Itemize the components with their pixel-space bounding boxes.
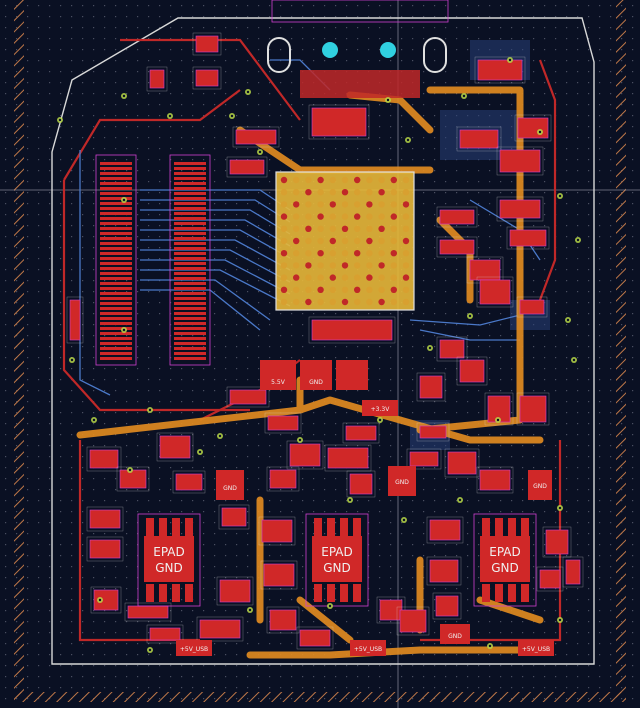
net-label-gnd-top: GND — [309, 379, 323, 386]
net-label-5v: 5.5V — [271, 379, 286, 386]
usb-label-1: +5V_USB — [180, 646, 208, 653]
connector-pads — [100, 162, 206, 360]
net-label-gnd-c: GND — [533, 483, 547, 490]
epad-label-3: EPAD — [489, 545, 521, 559]
net-labels: 5.5V GND GND GND GND GND +5V_USB +5V_USB… — [176, 360, 554, 656]
left-connector — [95, 154, 211, 366]
bga-balls — [280, 176, 410, 306]
epad-label-2: EPAD — [321, 545, 353, 559]
gnd-label-3: GND — [491, 561, 519, 575]
board-outline — [51, 17, 595, 665]
usb-connector — [267, 0, 449, 98]
net-label-gnd-d: GND — [448, 633, 462, 640]
epad-label-1: EPAD — [153, 545, 185, 559]
keepout-frame — [14, 0, 626, 702]
regulator-ic-2: EPAD GND — [305, 513, 369, 607]
regulator-ic-1: EPAD GND — [137, 513, 201, 607]
regulator-ic-3: EPAD GND — [473, 513, 537, 607]
net-label-33v: +3.3V — [371, 406, 391, 413]
component-pads — [66, 32, 584, 650]
net-label-gnd-b: GND — [395, 479, 409, 486]
usb-label-3: +5V_USB — [522, 646, 550, 653]
ic-pins — [146, 518, 529, 602]
gnd-label-2: GND — [323, 561, 351, 575]
net-label-gnd-a: GND — [223, 485, 237, 492]
usb-label-2: +5V_USB — [354, 646, 382, 653]
gnd-label-1: GND — [155, 561, 183, 575]
